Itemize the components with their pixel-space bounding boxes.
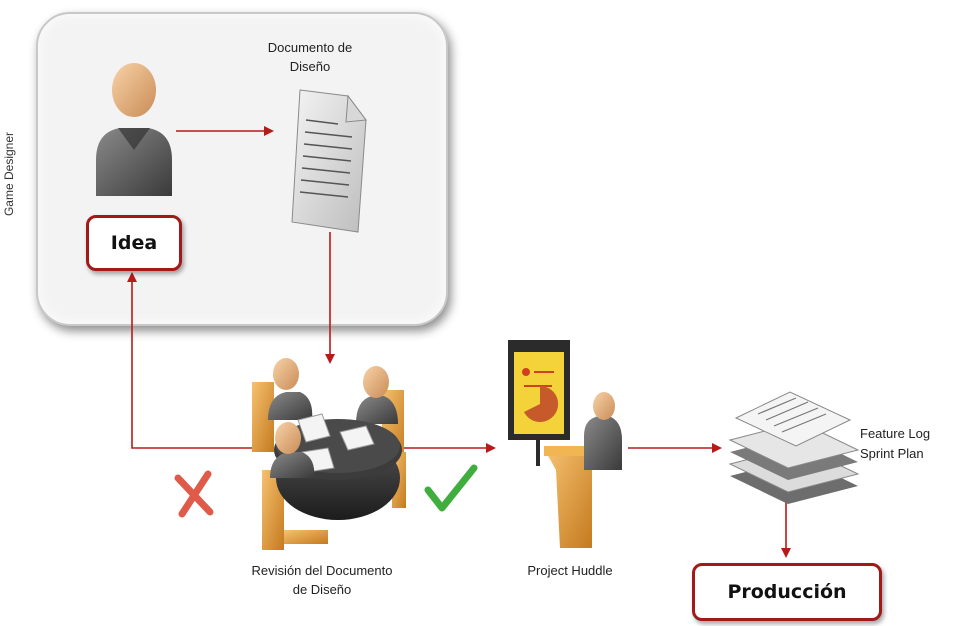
- flow-arrows: [127, 126, 791, 558]
- review-caption-line2: de Diseño: [292, 582, 352, 597]
- review-caption: Revisión del Documento de Diseño: [222, 561, 422, 599]
- person-icon: [96, 63, 172, 196]
- produccion-step: Producción: [692, 563, 882, 621]
- arrow-review-to-idea: [127, 272, 258, 449]
- review-caption-line1: Revisión del Documento: [251, 563, 393, 578]
- document-stack-icon: [728, 391, 860, 504]
- idea-step: Idea: [86, 215, 182, 271]
- huddle-caption: Project Huddle: [527, 563, 613, 578]
- document-caption: Documento de Diseño: [250, 38, 370, 76]
- feature-log-label: Feature Log: [860, 426, 931, 441]
- document-caption-line2: Diseño: [289, 59, 331, 74]
- stack-caption: Feature Log Sprint Plan: [860, 424, 960, 464]
- sprint-plan-label: Sprint Plan: [860, 446, 924, 461]
- document-caption-line1: Documento de: [267, 40, 353, 55]
- meeting-table-icon: [252, 358, 406, 550]
- presenter-easel-icon: [508, 340, 622, 548]
- x-mark-icon: [174, 470, 214, 518]
- document-icon: [291, 89, 367, 233]
- check-mark-icon: [424, 464, 478, 512]
